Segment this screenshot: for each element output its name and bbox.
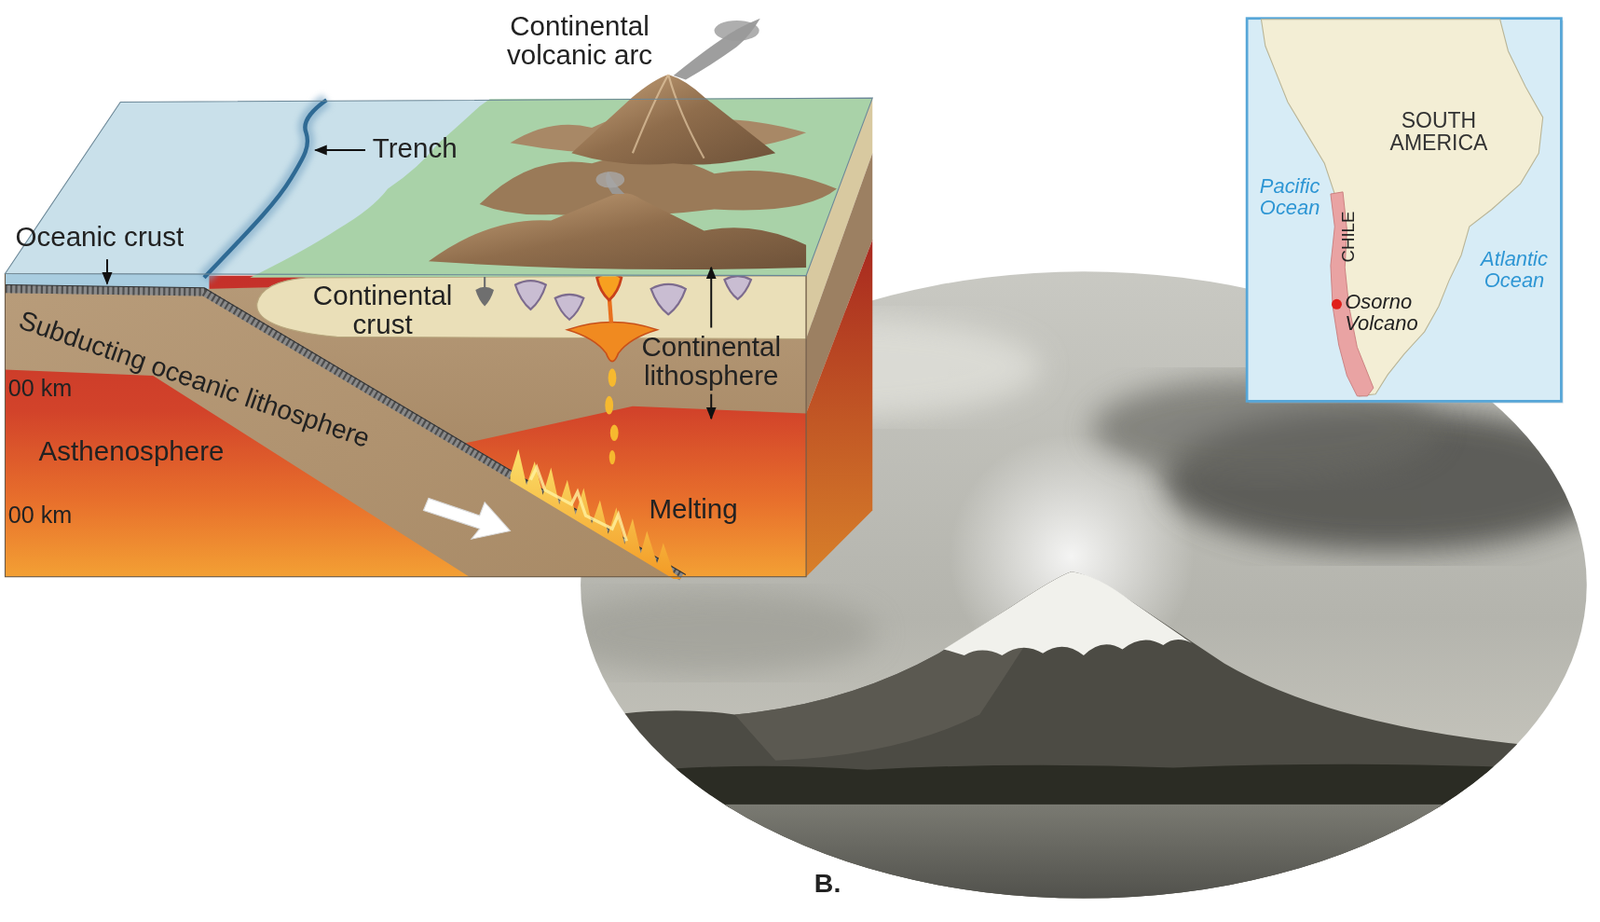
depth-label: 00 km <box>8 375 73 400</box>
process-label: Melting <box>648 494 738 524</box>
map-label: Pacific Ocean <box>1246 175 1333 219</box>
leader-line <box>106 259 109 284</box>
continental-crust <box>257 275 807 340</box>
pluton-shape <box>555 294 585 320</box>
pluton <box>651 284 686 315</box>
ash-plume <box>673 18 761 81</box>
pluton <box>555 294 585 320</box>
cooling-plutons <box>515 275 752 320</box>
pluton-shape <box>724 275 751 300</box>
layer-label: Continental crust <box>296 281 470 340</box>
motion-arrow <box>423 497 510 539</box>
layer-label: Asthenosphere <box>39 437 225 466</box>
thickness-arrow <box>710 394 712 419</box>
thickness-arrow <box>710 267 712 329</box>
leader-line <box>314 149 366 151</box>
front-volcano <box>428 192 807 270</box>
map-label: SOUTH AMERICA <box>1362 109 1516 154</box>
magma-chamber-shape <box>597 273 622 300</box>
depth-label: 00 km <box>8 502 73 527</box>
panel-letter: B. <box>814 869 841 898</box>
pluton <box>724 275 751 300</box>
map-label: CHILE <box>1340 211 1359 263</box>
pluton-shape <box>515 280 547 310</box>
magma-droplet <box>604 396 614 415</box>
tree-line <box>581 764 1592 808</box>
location-dot <box>1331 299 1342 310</box>
pluton <box>515 280 547 310</box>
map-frame <box>1246 18 1561 402</box>
magma-droplet <box>610 424 619 442</box>
map-label: Osorno Volcano <box>1344 290 1451 334</box>
asthenosphere-side <box>806 239 873 576</box>
block-top <box>4 18 873 278</box>
feature-label: Continental volcanic arc <box>467 12 693 70</box>
volcano-flank <box>734 571 1071 761</box>
block-top-outline <box>4 97 873 276</box>
land <box>249 97 873 278</box>
pluton-shape <box>651 284 686 315</box>
lake <box>571 804 1592 907</box>
steam-plume <box>595 171 625 189</box>
volcano-cone <box>571 571 1592 908</box>
cloud <box>550 591 877 674</box>
ash-plume <box>714 20 760 42</box>
magma-droplets <box>604 368 618 465</box>
main-volcano <box>571 74 776 165</box>
asthenosphere <box>4 275 807 577</box>
feature-label: Trench <box>372 133 458 163</box>
block-front <box>4 226 807 579</box>
melting-highlight <box>530 467 627 542</box>
map-label: Atlantic Ocean <box>1467 247 1562 291</box>
magma-droplet <box>609 450 616 465</box>
volcano-ridges <box>632 74 705 159</box>
snow-cap <box>943 571 1192 656</box>
magma-chamber <box>597 273 622 300</box>
block-outline <box>4 273 807 576</box>
location-map <box>1246 18 1563 404</box>
magma-droplet <box>608 368 617 387</box>
layer-label: Continental lithosphere <box>624 332 798 391</box>
layer-label: Oceanic crust <box>14 222 184 252</box>
